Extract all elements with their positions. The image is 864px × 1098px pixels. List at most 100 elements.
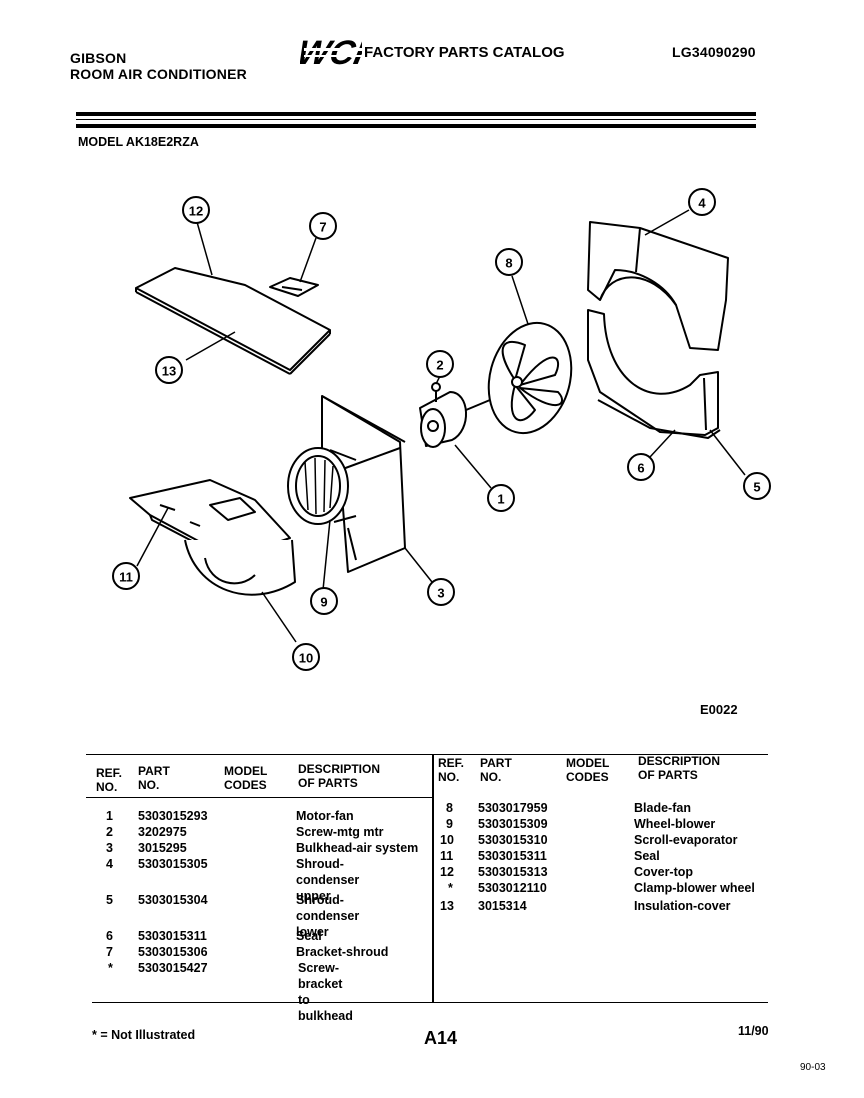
header-part-no-left: PART NO. [138,764,170,792]
ref-no: 10 [440,833,454,847]
svg-text:13: 13 [162,364,176,379]
product-name: ROOM AIR CONDITIONER [70,66,247,82]
part-description: Bracket-shroud [296,945,389,959]
part-no: 5303015311 [138,929,207,943]
header-ref-no-left: REF. NO. [96,766,123,794]
part-no: 5303017959 [478,801,548,815]
ref-no: 13 [440,899,454,913]
brand-name: GIBSON [70,50,127,66]
part-description: Blade-fan [634,801,691,815]
part-no: 5303015313 [478,865,548,879]
part-description: Bulkhead-air system [296,841,419,855]
part-description: Screw-mtg mtr [296,825,384,839]
callout-12: 12 [182,196,210,224]
ref-no: * [448,881,453,895]
ref-no: 9 [446,817,453,831]
svg-text:9: 9 [320,595,327,610]
part-no: 3015314 [478,899,527,913]
svg-text:WCI: WCI [300,34,362,70]
page-stamp: 90-03 [800,1062,826,1073]
part-no: 5303012110 [478,881,547,895]
wci-logo: WCI [294,34,369,75]
ref-no: 2 [106,825,113,839]
part-no: 5303015310 [478,833,548,847]
svg-text:2: 2 [436,358,443,373]
exploded-parts-diagram: 12 7 13 4 8 2 1 6 5 3 9 11 10 [112,188,771,671]
part-no: 5303015427 [138,961,208,975]
part-description: Screw-bracket to bulkhead [298,961,353,1023]
document-number: LG34090290 [672,44,756,60]
fan-blade [487,321,573,435]
callout-2: 2 [426,350,454,378]
part-description: Cover-top [634,865,694,879]
leader-lines [136,209,746,643]
svg-text:1: 1 [497,492,504,507]
callout-1: 1 [487,484,515,512]
svg-text:12: 12 [189,204,203,219]
ref-no: 6 [106,929,113,943]
svg-text:5: 5 [753,480,760,495]
part-no: 3202975 [138,825,187,839]
svg-text:8: 8 [505,256,512,271]
part-description: Shroud-condenser upper [296,857,360,903]
page-number: A14 [424,1028,458,1048]
ref-no: 3 [106,841,113,855]
ref-no: 1 [106,809,113,823]
part-description: Shroud-condenser lower [296,893,360,939]
header-model-codes-right: MODEL CODES [566,756,610,784]
callout-7: 7 [309,212,337,240]
callout-3: 3 [427,578,455,606]
header-description-right: DESCRIPTION OF PARTS [638,754,721,782]
part-description: Seal [634,849,660,863]
callout-8: 8 [495,248,523,276]
ref-no: 5 [106,893,113,907]
table-left-header-rule [86,797,432,798]
diagram-code: E0022 [700,702,738,717]
callout-9: 9 [310,587,338,615]
ref-no: * [108,961,113,975]
catalog-title: FACTORY PARTS CATALOG [364,44,565,61]
callout-13: 13 [155,356,183,384]
svg-text:3: 3 [437,586,444,601]
part-no: 5303015311 [478,849,547,863]
not-illustrated-note: * = Not Illustrated [92,1028,196,1042]
header-rule-middle [76,119,756,120]
header-ref-no-right: REF. NO. [438,756,465,784]
table-bottom-rule [92,1002,768,1003]
part-description: Motor-fan [296,809,354,823]
upper-condenser-shroud [587,221,729,351]
fan-motor [419,391,491,448]
header-part-no-right: PART NO. [480,756,512,784]
ref-no: 12 [440,865,454,879]
callout-11: 11 [112,562,140,590]
part-no: 5303015293 [138,809,208,823]
bracket-shroud [269,277,319,297]
header-rule-bottom [76,124,756,128]
catalog-date: 11/90 [738,1024,769,1038]
part-description: Seal [296,929,322,943]
top-cover-panel [135,267,331,375]
table-center-divider [432,754,434,1002]
ref-no: 8 [446,801,453,815]
ref-no: 4 [106,857,113,871]
svg-text:10: 10 [299,651,313,666]
part-no: 5303015309 [478,817,548,831]
svg-text:6: 6 [637,461,644,476]
callout-4: 4 [688,188,716,216]
part-no: 5303015306 [138,945,208,959]
evaporator-scroll [129,479,296,596]
callout-10: 10 [292,643,320,671]
part-description: Scroll-evaporator [634,833,738,847]
svg-text:11: 11 [119,570,133,585]
part-no: 5303015304 [138,893,208,907]
callout-5: 5 [743,472,771,500]
part-description: Wheel-blower [634,817,716,831]
table-top-rule [86,754,768,755]
ref-no: 11 [440,849,454,863]
svg-text:4: 4 [698,196,706,211]
part-no: 3015295 [138,841,187,855]
model-number: MODEL AK18E2RZA [78,135,199,149]
part-no: 5303015305 [138,857,208,871]
header-description-left: DESCRIPTION OF PARTS [298,762,381,790]
part-description: Insulation-cover [634,899,731,913]
